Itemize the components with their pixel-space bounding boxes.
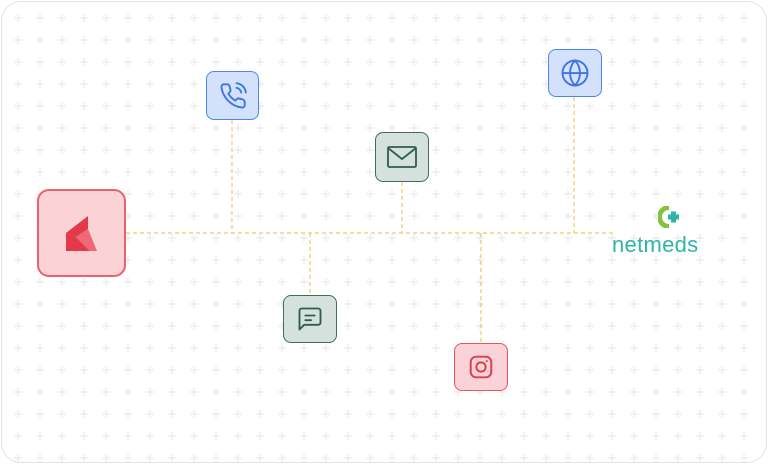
email-channel-tile[interactable] — [375, 132, 429, 182]
globe-icon — [561, 59, 589, 87]
netmeds-target[interactable]: netmeds — [612, 206, 724, 260]
instagram-channel-tile[interactable] — [454, 343, 508, 391]
web-channel-tile[interactable] — [548, 49, 602, 97]
red-chevron-logo-icon — [65, 216, 97, 251]
instagram-icon — [469, 355, 493, 379]
chat-channel-tile[interactable] — [283, 295, 337, 343]
source-app-tile[interactable] — [37, 189, 126, 277]
phone-call-icon — [220, 81, 247, 108]
message-square-icon — [298, 307, 322, 331]
netmeds-wordmark: netmeds — [612, 232, 699, 257]
netmeds-plus-icon — [658, 206, 679, 228]
mail-icon — [387, 146, 417, 168]
phone-channel-tile[interactable] — [206, 71, 259, 120]
